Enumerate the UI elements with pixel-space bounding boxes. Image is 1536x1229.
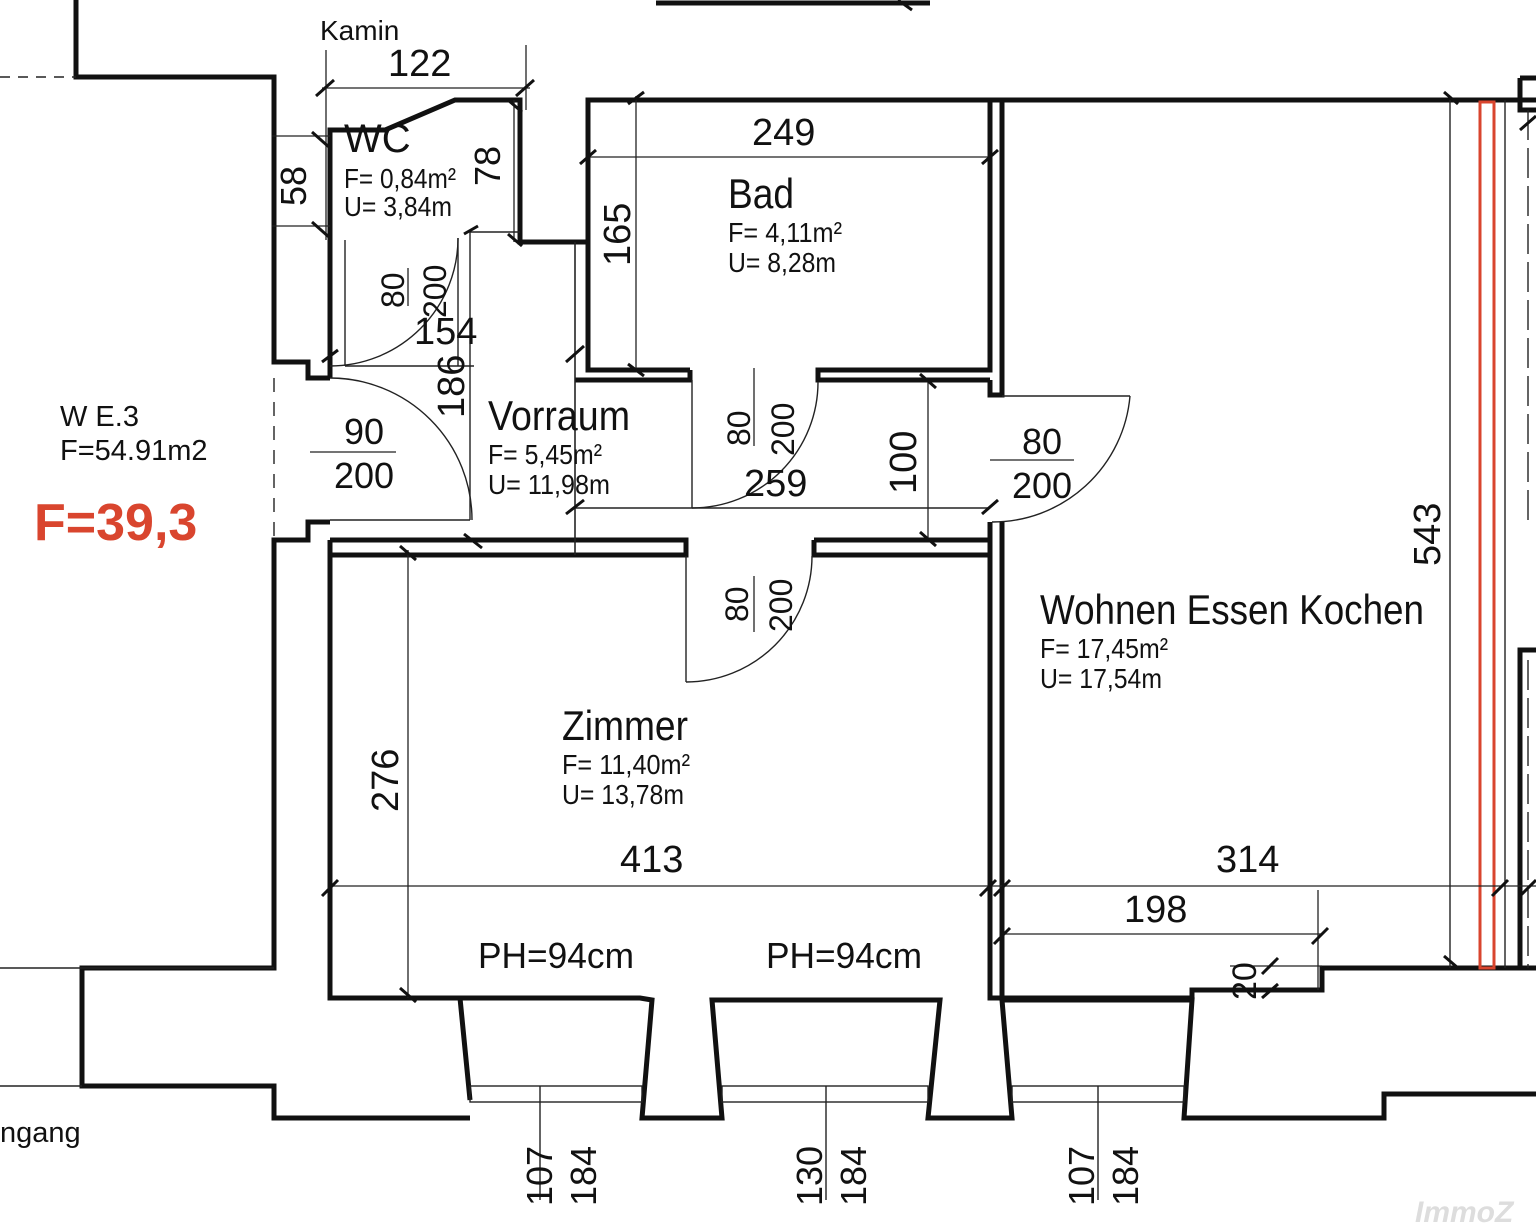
dim-58: 58 bbox=[273, 166, 314, 206]
room-bad-perimeter: U= 8,28m bbox=[728, 247, 836, 278]
window-1-height: 184 bbox=[563, 1146, 604, 1206]
dim-165: 165 bbox=[597, 203, 639, 266]
wall-vorraum-zimmer bbox=[330, 537, 689, 558]
window-3-height: 184 bbox=[1105, 1146, 1146, 1206]
door-entry-width: 90 bbox=[344, 411, 384, 452]
door-zimmer-arc bbox=[685, 555, 813, 683]
wall-bad-door bbox=[575, 370, 693, 383]
room-vorraum-name: Vorraum bbox=[488, 392, 630, 439]
dim-249: 249 bbox=[752, 112, 815, 154]
total-area-label: F=39,3 bbox=[34, 494, 197, 552]
walls bbox=[73, 0, 1536, 1121]
door-bad-height: 200 bbox=[765, 403, 801, 456]
dim-122: 122 bbox=[388, 43, 451, 85]
wall-wek-left bbox=[987, 100, 1005, 398]
dim-186: 186 bbox=[431, 355, 473, 418]
window-2-height: 184 bbox=[833, 1146, 874, 1206]
dim-259: 259 bbox=[744, 463, 807, 505]
door-wc-height: 200 bbox=[417, 265, 453, 318]
room-zimmer-area: F= 11,40m² bbox=[562, 749, 690, 780]
dim-20: 20 bbox=[1226, 962, 1264, 1000]
ph-right-label: PH=94cm bbox=[766, 935, 922, 976]
room-wc-perimeter: U= 3,84m bbox=[344, 191, 452, 222]
kamin-label: Kamin bbox=[320, 15, 399, 46]
dim-198: 198 bbox=[1124, 889, 1187, 931]
dim-100: 100 bbox=[883, 431, 925, 494]
room-vorraum-perimeter: U= 11,98m bbox=[488, 469, 610, 500]
wall-bottom-facade bbox=[460, 995, 1536, 1121]
we-area-label: F=54.91m2 bbox=[60, 435, 208, 467]
door-wek-height: 200 bbox=[1012, 465, 1072, 506]
dim-413: 413 bbox=[620, 839, 683, 881]
room-vorraum-area: F= 5,45m² bbox=[488, 439, 602, 470]
door-bad-arc bbox=[691, 381, 819, 509]
wall-vorraum-zimmer-r bbox=[811, 537, 993, 558]
tick-marks bbox=[311, 0, 1536, 1004]
dim-543: 543 bbox=[1407, 503, 1449, 566]
door-zimmer-width: 80 bbox=[719, 586, 755, 622]
dim-154: 154 bbox=[414, 311, 477, 353]
wall-bad-right bbox=[815, 100, 993, 383]
wall-wek-left-lower bbox=[987, 522, 1005, 1001]
window-3-width: 107 bbox=[1061, 1146, 1102, 1206]
wall-bottom-right bbox=[1002, 965, 1536, 1001]
window-2-width: 130 bbox=[789, 1146, 830, 1206]
doors bbox=[329, 237, 1131, 683]
door-bad-width: 80 bbox=[721, 410, 757, 446]
room-wek-area: F= 17,45m² bbox=[1040, 633, 1168, 664]
door-entry-arc bbox=[329, 377, 473, 521]
dim-314: 314 bbox=[1216, 839, 1279, 881]
room-wc-area: F= 0,84m² bbox=[344, 163, 456, 194]
wall-zimmer-left bbox=[327, 540, 473, 1101]
eingang-label: ngang bbox=[0, 1117, 81, 1149]
room-wc-name: WC bbox=[344, 117, 411, 161]
room-bad-area: F= 4,11m² bbox=[728, 217, 842, 248]
wall-left-lower bbox=[79, 519, 470, 1121]
room-wek-perimeter: U= 17,54m bbox=[1040, 663, 1162, 694]
door-wc-arc bbox=[329, 237, 459, 367]
ph-left-label: PH=94cm bbox=[478, 935, 634, 976]
wall-right-lower bbox=[1517, 647, 1536, 968]
room-wek-name: Wohnen Essen Kochen bbox=[1040, 586, 1424, 633]
door-wek-width: 80 bbox=[1022, 421, 1062, 462]
door-wc-width: 80 bbox=[375, 272, 411, 308]
door-zimmer-height: 200 bbox=[763, 579, 799, 632]
dimension-lines bbox=[272, 45, 1536, 998]
watermark: ImmoZ bbox=[1415, 1196, 1515, 1229]
wall-right bbox=[1517, 78, 1536, 113]
door-wek-arc bbox=[991, 395, 1131, 523]
dim-78: 78 bbox=[467, 146, 508, 186]
red-marker bbox=[1478, 100, 1496, 970]
window-1-width: 107 bbox=[519, 1146, 560, 1206]
dim-276: 276 bbox=[365, 749, 407, 812]
room-zimmer-perimeter: U= 13,78m bbox=[562, 779, 684, 810]
door-entry-height: 200 bbox=[334, 455, 394, 496]
room-bad-name: Bad bbox=[728, 170, 794, 217]
room-zimmer-name: Zimmer bbox=[562, 702, 688, 749]
we-label: W E.3 bbox=[60, 401, 139, 433]
wall-bad-left bbox=[585, 100, 690, 373]
